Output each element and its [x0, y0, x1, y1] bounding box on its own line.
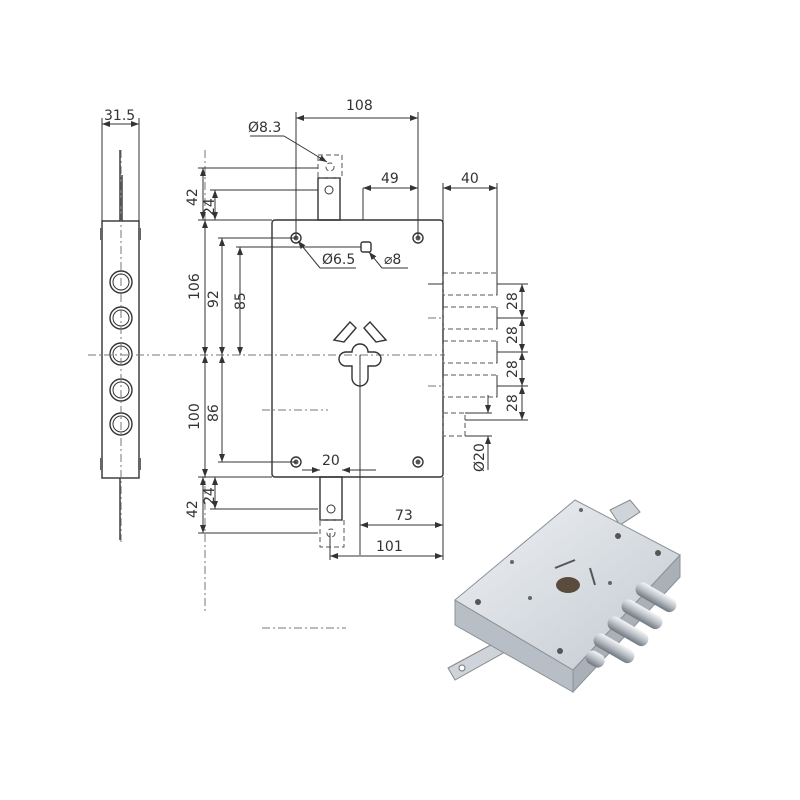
- dim-108: 108: [346, 98, 373, 114]
- dim-width-31-5: 31.5: [104, 108, 135, 124]
- side-view: 31.5: [100, 108, 141, 545]
- bolts: [442, 272, 498, 437]
- dim-pitch-4: 28: [505, 394, 521, 412]
- label-hole-6-5: Ø6.5: [322, 252, 355, 268]
- bottom-dimensions: 20 73 101: [302, 453, 444, 560]
- dim-20: 20: [322, 453, 340, 469]
- dim-bottom-24: 24: [202, 487, 218, 505]
- label-square-hole-8: ⌀8: [384, 252, 401, 268]
- dim-92: 92: [206, 290, 222, 308]
- dim-86: 86: [206, 404, 222, 422]
- dim-pitch-3: 28: [505, 360, 521, 378]
- label-hole-8-3: Ø8.3: [248, 120, 281, 136]
- dim-top-42: 42: [185, 188, 201, 206]
- bottom-tab: [319, 476, 343, 521]
- photo-bolts: [585, 582, 677, 668]
- dim-85: 85: [233, 292, 249, 310]
- dim-40: 40: [461, 171, 479, 187]
- dim-49: 49: [381, 171, 399, 187]
- dim-pitch-2: 28: [505, 326, 521, 344]
- dim-pitch-1: 28: [505, 292, 521, 310]
- dim-106: 106: [187, 273, 203, 300]
- left-dimensions: 42 24 106 92 85 100 86 42 24: [185, 167, 361, 534]
- lock-product-image: [447, 499, 681, 694]
- lock-plate: [271, 219, 444, 478]
- dim-bottom-42: 42: [185, 500, 201, 518]
- keyhole: [332, 320, 388, 387]
- top-dimensions: 108 Ø8.3 49 40 Ø6.5 ⌀8: [248, 98, 498, 273]
- top-tab: [317, 177, 341, 221]
- dim-top-24: 24: [202, 198, 218, 216]
- dim-100: 100: [187, 403, 203, 430]
- front-view: [271, 154, 498, 555]
- bolt-dimensions: 28 28 28 28 Ø20: [465, 283, 528, 472]
- dim-101: 101: [376, 539, 403, 555]
- dim-bolt-diameter: Ø20: [472, 443, 488, 472]
- dim-73: 73: [395, 508, 413, 524]
